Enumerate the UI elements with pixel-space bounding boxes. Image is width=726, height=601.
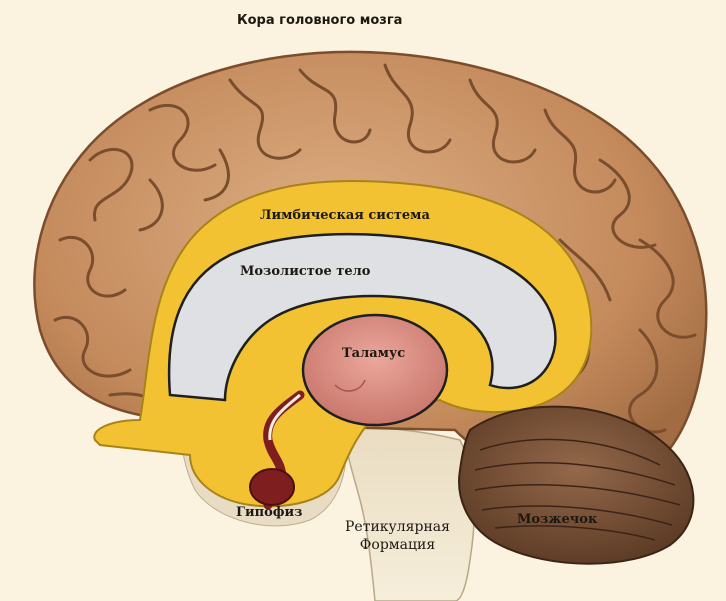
label-pituitary: Гипофиз bbox=[236, 505, 302, 520]
thalamus bbox=[303, 315, 447, 425]
label-limbic-system: Лимбическая система bbox=[260, 208, 430, 223]
label-reticular-formation: Ретикулярная Формация bbox=[345, 518, 450, 554]
label-reticular-line2: Формация bbox=[345, 536, 450, 554]
label-thalamus: Таламус bbox=[342, 346, 405, 361]
brainstem bbox=[345, 428, 474, 601]
label-corpus-callosum: Мозолистое тело bbox=[240, 264, 370, 279]
label-reticular-line1: Ретикулярная bbox=[345, 518, 450, 536]
label-cortex: Кора головного мозга bbox=[237, 13, 402, 28]
pituitary-gland bbox=[250, 469, 294, 505]
label-cerebellum: Мозжечок bbox=[517, 512, 597, 527]
